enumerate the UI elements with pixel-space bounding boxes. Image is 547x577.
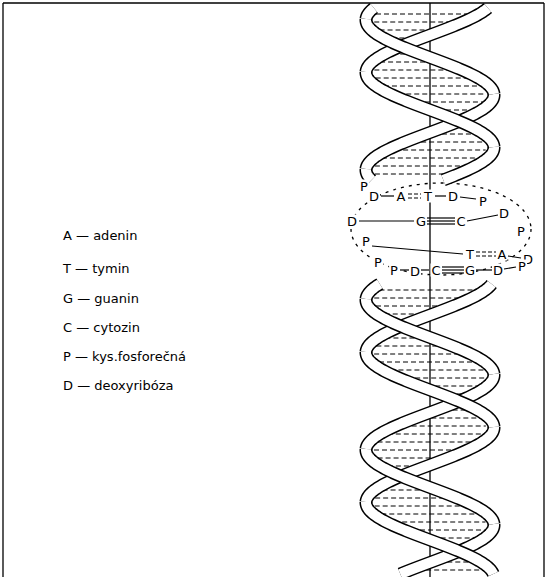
base-pair-rung xyxy=(374,450,460,451)
nucleotide-part: P xyxy=(517,260,527,273)
base-pair-rung xyxy=(375,166,468,167)
nucleotide-part: G xyxy=(415,215,427,228)
legend-key: T — tymin xyxy=(62,262,131,275)
base-pair-rung xyxy=(384,86,482,87)
nucleotide-part: A xyxy=(497,248,508,261)
sugar-phosphate-strand xyxy=(366,169,372,180)
base-pair-rung xyxy=(390,370,484,371)
sugar-phosphate-strand xyxy=(366,8,374,19)
frame-line xyxy=(543,3,544,577)
base-pair-rung xyxy=(404,426,486,427)
sugar-phosphate-strand xyxy=(366,8,374,19)
nucleotide-part: P xyxy=(478,195,488,208)
nucleotide-part: D xyxy=(498,207,510,220)
nucleotide-part: D xyxy=(409,265,421,278)
sugar-phosphate-strand xyxy=(366,449,494,524)
base-pair-rung xyxy=(374,70,454,71)
base-pair-rung xyxy=(398,94,486,95)
double-helix xyxy=(366,8,494,574)
nucleotide-part: T xyxy=(465,248,475,261)
nucleotide-part: P xyxy=(373,256,383,269)
sugar-phosphate-strand xyxy=(366,299,494,374)
sugar-phosphate-strand xyxy=(366,284,380,299)
sugar-phosphate-strand xyxy=(366,299,494,374)
base-pair-rung xyxy=(376,78,471,79)
base-pair-rung xyxy=(382,158,480,159)
unwound-strands xyxy=(351,183,531,275)
base-pair-rung xyxy=(388,434,484,435)
legend-key: A — adenin xyxy=(62,229,138,242)
legend-key: D — deoxyribóza xyxy=(62,379,174,392)
base-pair-rung xyxy=(380,290,478,291)
base-bonds xyxy=(359,194,521,273)
legend-key: G — guanin xyxy=(62,292,140,305)
sugar-phosphate-strand xyxy=(366,449,494,524)
nucleotide-part: T xyxy=(423,190,433,203)
nucleotide-part: G xyxy=(464,264,476,277)
nucleotide-part: A xyxy=(396,190,407,203)
nucleotide-part: D xyxy=(447,190,459,203)
sugar-phosphate-strand xyxy=(443,147,494,180)
sugar-phosphate-strand xyxy=(443,147,494,180)
frame-line xyxy=(3,2,544,3)
frame-line xyxy=(2,3,3,577)
base-pair-rung xyxy=(376,14,471,15)
base-pair-rung xyxy=(375,174,451,175)
base-pair-rung xyxy=(374,298,464,299)
base-pair-rung xyxy=(379,362,477,363)
sugar-phosphate-strand xyxy=(366,19,494,94)
base-pair-rung xyxy=(375,506,467,507)
base-pair-rung xyxy=(381,514,479,515)
nucleotide-part: P xyxy=(516,225,526,238)
nucleotide-part: P xyxy=(389,264,399,277)
sugar-phosphate-strand xyxy=(366,19,494,94)
nucleotide-part: D xyxy=(346,215,358,228)
base-pair-rung xyxy=(407,378,485,379)
legend-key: P — kys.fosforečná xyxy=(62,350,187,363)
nucleotide-part: D xyxy=(492,264,504,277)
legend-key: C — cytozin xyxy=(62,321,141,334)
sugar-phosphate-strand xyxy=(366,169,372,180)
nucleotide-part: D xyxy=(368,190,380,203)
base-pair-rung xyxy=(394,522,485,523)
base-pair-rung xyxy=(374,22,455,23)
base-pair-rung xyxy=(395,150,486,151)
base-pair-rung xyxy=(374,354,463,355)
base-pair-rung xyxy=(375,498,449,499)
sugar-phosphate-strand xyxy=(366,284,380,299)
base-pair-rung xyxy=(378,442,475,443)
nucleotide-part: P xyxy=(361,235,371,248)
base-pair-rung xyxy=(412,530,485,531)
nucleotide-part: C xyxy=(430,264,441,277)
nucleotide-part: C xyxy=(455,215,466,228)
